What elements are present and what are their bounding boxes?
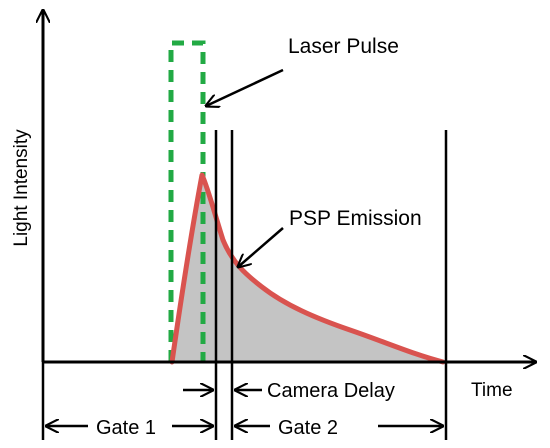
- gate-1-label: Gate 1: [96, 417, 156, 439]
- camera-delay-label: Camera Delay: [267, 380, 395, 402]
- y-axis-label: Light Intensity: [11, 129, 32, 247]
- gate-2-label: Gate 2: [278, 417, 338, 439]
- laser-pulse-label: Laser Pulse: [288, 35, 399, 58]
- laser-pulse-pointer: [206, 68, 284, 106]
- emission-area: [172, 175, 443, 362]
- laser-pulse-outline: [168, 40, 206, 362]
- psp-emission-pointer: [238, 227, 284, 267]
- psp-emission-label: PSP Emission: [289, 207, 422, 230]
- x-axis-label: Time: [471, 380, 513, 401]
